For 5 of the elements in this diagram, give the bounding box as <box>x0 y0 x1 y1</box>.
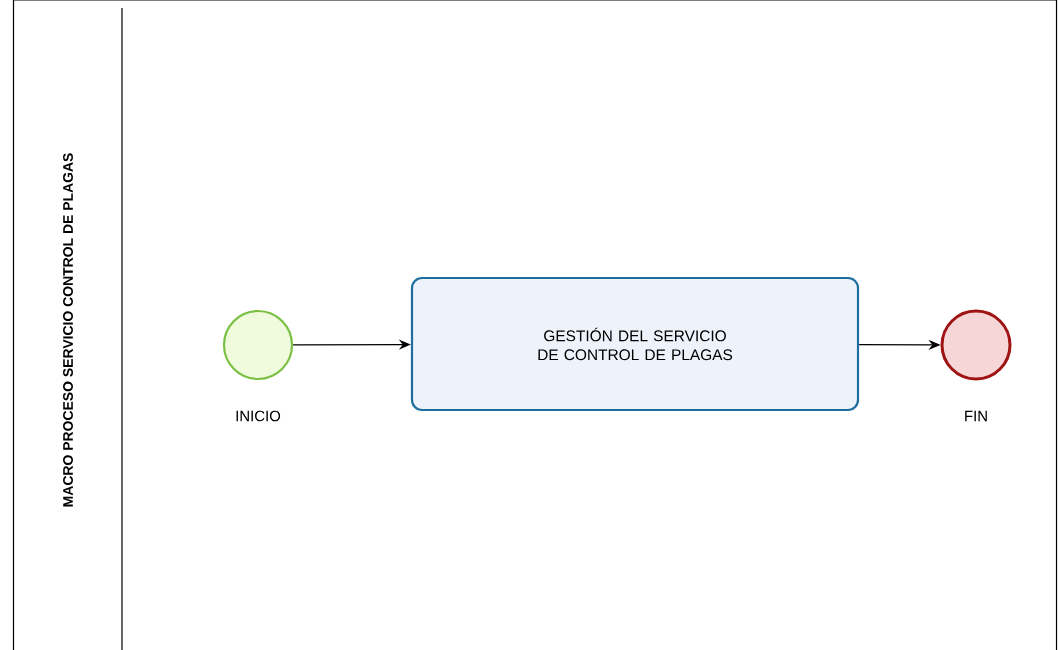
task-box: GESTIÓN DEL SERVICIO DE CONTROL DE PLAGAS <box>410 276 860 412</box>
event-label: FIN <box>965 410 987 422</box>
event-label: INICIO <box>236 410 281 422</box>
start-event-circle <box>222 309 294 381</box>
end-event-circle <box>940 309 1012 381</box>
